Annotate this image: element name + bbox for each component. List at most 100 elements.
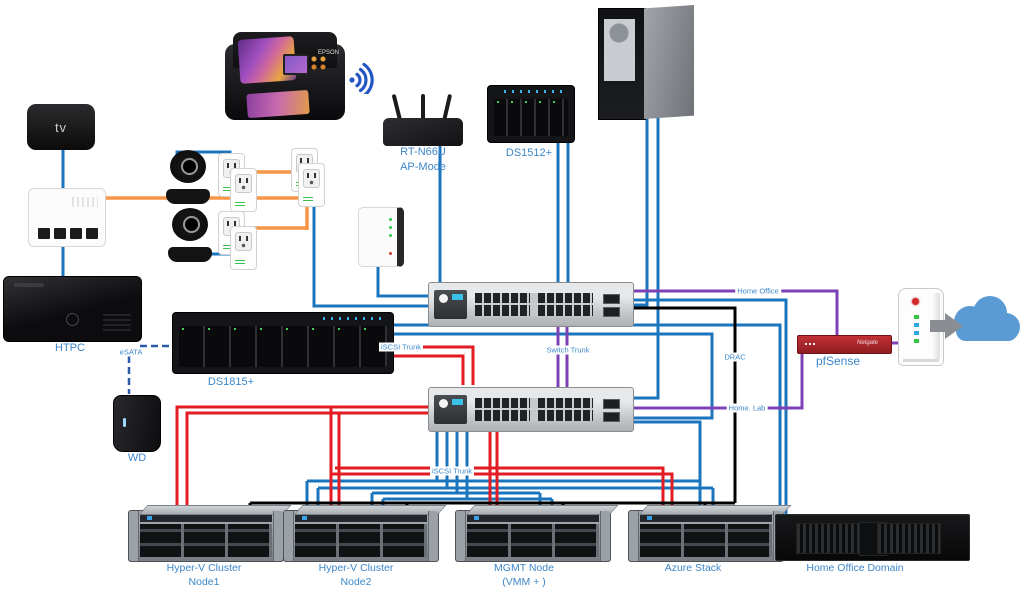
switch-port-block — [475, 293, 593, 316]
server3-label-line1: MGMT Node — [494, 562, 554, 574]
camera-base — [168, 247, 212, 262]
hub-ethernet-ports — [38, 228, 98, 239]
server-vent — [877, 523, 941, 554]
server-drive-bays — [140, 524, 272, 557]
iscsi-trunk-label-2: iSCSI Trunk — [429, 466, 475, 476]
server-azure-stack — [628, 505, 792, 562]
server-hyperv-node1 — [128, 505, 292, 562]
drac-label: DRAC — [722, 352, 748, 362]
hp-logo — [439, 294, 448, 303]
adapter-leds — [235, 200, 245, 206]
server2-label-line2: Node2 — [340, 576, 372, 588]
adapter-leds — [223, 185, 233, 191]
status-led — [389, 234, 392, 237]
status-led — [389, 226, 392, 229]
router-antenna — [421, 94, 425, 122]
server-bezel — [140, 515, 272, 522]
status-led — [389, 252, 392, 255]
home-office-label: Home Office — [735, 286, 781, 296]
server-lid — [138, 505, 292, 515]
server-power-panel — [647, 516, 652, 520]
nas-ds1512-device — [487, 85, 575, 143]
ds1512-label: DS1512+ — [505, 147, 553, 159]
internet-cloud — [930, 296, 1020, 341]
adapter-leds — [223, 243, 233, 249]
pc-front-face — [644, 5, 694, 119]
htpc-vent — [103, 313, 131, 331]
server-drive-bays — [295, 524, 427, 557]
wifi-icon — [349, 62, 374, 94]
outlet-face — [303, 169, 320, 188]
appliance-leds — [805, 343, 807, 345]
camera-base — [166, 189, 210, 204]
nas-bay-leds — [182, 328, 384, 330]
server-lid — [465, 505, 619, 515]
wd-label: WD — [127, 452, 147, 464]
netgate-logo: Netgate — [856, 340, 878, 346]
desktop-pc-device — [598, 5, 696, 121]
adapter-leds — [235, 258, 245, 264]
server-hyperv-node2 — [283, 505, 447, 562]
camera-lens — [181, 158, 198, 175]
hub-vents — [72, 197, 98, 207]
switch-port-block — [475, 398, 593, 421]
cloud-icon — [954, 296, 1020, 341]
printer-brand: EPSON — [317, 50, 339, 56]
server2-label-line1: Hyper-V Cluster — [318, 562, 394, 574]
modem-power-led — [912, 298, 919, 305]
server-bezel — [295, 515, 427, 522]
outlet-face — [235, 232, 252, 251]
wd-external-drive-device — [113, 395, 161, 452]
server-lid — [293, 505, 447, 515]
wireless-router-device — [383, 93, 463, 146]
powerline-hub-device — [28, 188, 106, 247]
nas-bay-leds — [497, 101, 565, 103]
server1-label-line2: Node1 — [188, 576, 220, 588]
nas-ds1815-device — [172, 312, 394, 374]
trunk-lines — [556, 289, 902, 410]
server-home-office-domain — [775, 514, 970, 561]
nas-drive-bays — [494, 99, 568, 136]
server-lid — [638, 505, 792, 515]
router-body — [383, 118, 463, 146]
htpc-device — [3, 276, 142, 342]
nas-status-leds — [504, 90, 564, 93]
switch-label-sticker — [452, 399, 463, 405]
nas-status-leds — [323, 317, 383, 320]
switch-2-device — [428, 387, 634, 432]
sfp-port — [603, 412, 620, 422]
modem-led — [914, 331, 919, 335]
htpc-drive-slot — [14, 283, 44, 287]
sfp-port — [603, 294, 620, 304]
pfsense-label: pfSense — [815, 354, 861, 368]
server5-label: Home Office Domain — [806, 562, 904, 574]
nas-drive-bays — [179, 326, 387, 367]
modem-base — [903, 359, 939, 362]
modem-led — [914, 339, 919, 343]
printer-buttons — [311, 56, 333, 70]
htpc-knob — [66, 313, 79, 326]
ip-camera-1-device — [158, 150, 218, 206]
server-vent — [796, 523, 860, 554]
printer-device: EPSON — [225, 28, 345, 120]
server-power-panel — [302, 516, 307, 520]
router-label-line2: AP-Mode — [400, 161, 446, 173]
server1-label-line1: Hyper-V Cluster — [166, 562, 242, 574]
adapter-leds — [303, 195, 313, 201]
powerline-adapter — [298, 163, 325, 207]
server-drive-bays — [467, 524, 599, 557]
ip-camera-2-device — [160, 208, 220, 264]
ds1815-label: DS1815+ — [207, 376, 255, 388]
modem-led — [914, 315, 919, 319]
powerline-adapter — [230, 226, 257, 270]
printer-screen — [283, 54, 309, 75]
switch-label-sticker — [452, 294, 463, 300]
pfsense-appliance-device: Netgate — [797, 335, 892, 354]
outlet-face — [235, 174, 252, 193]
server4-label: Azure Stack — [664, 562, 722, 574]
router-label-line1: RT-N66U — [400, 146, 446, 158]
hp-logo — [439, 399, 448, 408]
esata-line — [127, 344, 174, 394]
powerline-adapter — [230, 168, 257, 212]
modem-led — [914, 323, 919, 327]
